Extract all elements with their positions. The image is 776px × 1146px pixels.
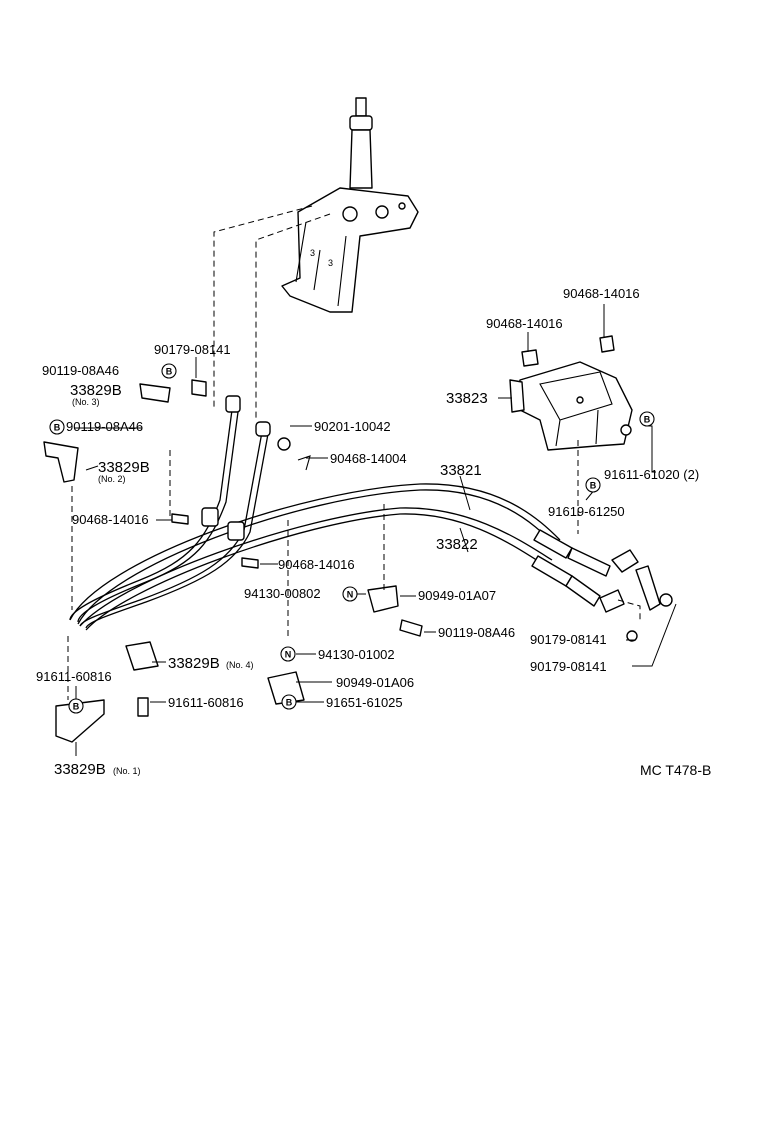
svg-text:B: B bbox=[286, 698, 293, 708]
label-94130-00802: 94130-00802 bbox=[244, 586, 321, 601]
marker-b-90119-b: B bbox=[49, 419, 65, 435]
part-labels: 90468-14016 90468-14016 90179-08141 9011… bbox=[36, 286, 711, 778]
label-90119-08A46-a: 90119-08A46 bbox=[42, 363, 119, 378]
label-90119-08A46-c: 90119-08A46 bbox=[438, 625, 515, 640]
label-33822: 33822 bbox=[436, 536, 478, 553]
label-90468-14016-mid: 90468-14016 bbox=[486, 316, 563, 331]
label-90468-14004: 90468-14004 bbox=[330, 451, 407, 466]
marker-n-94130-00802: N bbox=[342, 586, 358, 602]
marker-b-bracket: B bbox=[639, 411, 655, 427]
label-91619-61250: 91619-61250 bbox=[548, 504, 625, 519]
label-90468-14016-low: 90468-14016 bbox=[278, 557, 355, 572]
small-fasteners bbox=[43, 379, 638, 743]
label-91611-60816-b: 91611-60816 bbox=[168, 695, 244, 710]
label-90468-14016-left: 90468-14016 bbox=[72, 512, 149, 527]
label-91611-61020: 91611-61020 (2) bbox=[604, 467, 699, 482]
label-33829B-no3: 33829B bbox=[70, 382, 122, 399]
svg-text:N: N bbox=[285, 650, 292, 660]
svg-text:B: B bbox=[166, 367, 173, 377]
label-33829B-no4: 33829B bbox=[168, 655, 220, 672]
label-90179-08141-c: 90179-08141 bbox=[530, 659, 607, 674]
label-no2: (No. 2) bbox=[98, 474, 126, 484]
marker-b-90119-a: B bbox=[161, 363, 177, 379]
label-91651-61025: 91651-61025 bbox=[326, 695, 403, 710]
svg-text:B: B bbox=[54, 423, 61, 433]
label-90949-01A06: 90949-01A06 bbox=[336, 675, 414, 690]
label-33821: 33821 bbox=[440, 462, 482, 479]
svg-text:B: B bbox=[644, 415, 651, 425]
svg-text:B: B bbox=[590, 481, 597, 491]
label-33829B-no2: 33829B bbox=[98, 459, 150, 476]
label-no3: (No. 3) bbox=[72, 397, 100, 407]
marker-n-94130-01002: N bbox=[280, 646, 296, 662]
dashed-reference-lines bbox=[67, 205, 641, 700]
label-no4: (No. 4) bbox=[226, 660, 254, 670]
marker-b-91651: B bbox=[281, 694, 297, 710]
label-90179-08141-a: 90179-08141 bbox=[154, 342, 231, 357]
label-90179-08141-b: 90179-08141 bbox=[530, 632, 607, 647]
label-90119-08A46-b: 90119-08A46 bbox=[66, 419, 143, 434]
label-33829B-no1: 33829B bbox=[54, 761, 106, 778]
shift-lever-assembly: 3 3 bbox=[281, 97, 419, 313]
label-90201-10042: 90201-10042 bbox=[314, 419, 391, 434]
svg-text:N: N bbox=[347, 590, 354, 600]
marker-b-91611-60816: B bbox=[68, 698, 84, 714]
transmission-control-cables bbox=[69, 395, 673, 631]
label-90949-01A07: 90949-01A07 bbox=[418, 588, 496, 603]
marker-b-91619: B bbox=[585, 477, 601, 493]
label-91611-60816-a: 91611-60816 bbox=[36, 669, 112, 684]
svg-text:3: 3 bbox=[328, 258, 333, 268]
svg-text:B: B bbox=[73, 702, 80, 712]
label-no1: (No. 1) bbox=[113, 766, 141, 776]
label-90468-14016-top: 90468-14016 bbox=[563, 286, 640, 301]
cable-bracket-assembly bbox=[509, 335, 633, 451]
label-33823: 33823 bbox=[446, 390, 488, 407]
drawing-code: MC T478-B bbox=[640, 762, 711, 778]
label-94130-01002: 94130-01002 bbox=[318, 647, 395, 662]
svg-text:3: 3 bbox=[310, 248, 315, 258]
leader-lines bbox=[74, 304, 677, 756]
